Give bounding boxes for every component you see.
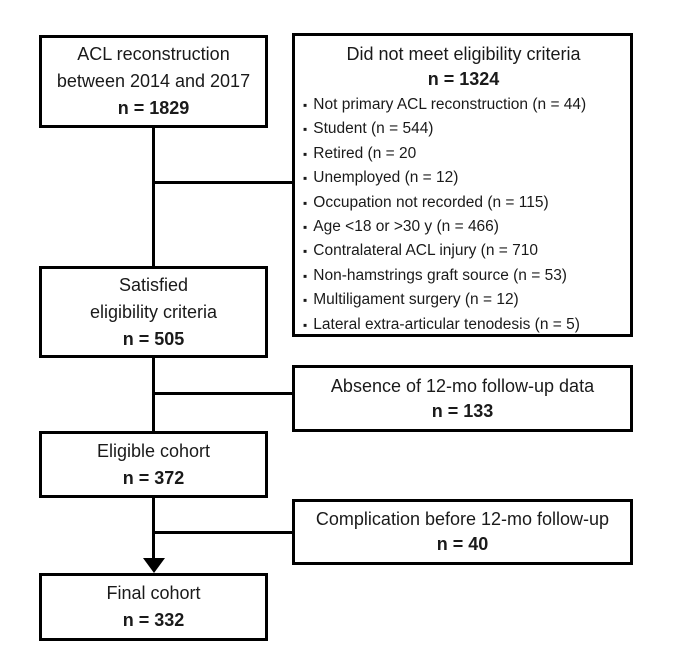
exclusion-item: ▪ Multiligament surgery (n = 12)	[303, 288, 624, 312]
bullet-icon: ▪	[303, 195, 308, 210]
box-not-eligible: Did not meet eligibility criteria n = 13…	[292, 33, 633, 337]
exclusion-text: Not primary ACL reconstruction (n = 44)	[313, 96, 587, 113]
connector-branch-not-eligible	[153, 181, 292, 184]
connector-branch-complication	[153, 531, 292, 534]
box-line: between 2014 and 2017	[56, 71, 251, 91]
box-title: Absence of 12-mo follow-up data	[330, 375, 595, 396]
exclusion-text: Non-hamstrings graft source (n = 53)	[313, 266, 567, 284]
box-line: Final cohort	[106, 583, 201, 603]
connector-eligible-to-final	[152, 498, 155, 560]
bullet-icon: ▪	[303, 317, 308, 332]
box-eligible-cohort: Eligible cohort n = 372	[39, 431, 268, 498]
box-satisfied-criteria: Satisfied eligibility criteria n = 505	[39, 266, 268, 358]
exclusion-item: ▪ Not primary ACL reconstruction (n = 44)	[303, 93, 624, 117]
box-count: n = 372	[122, 467, 185, 488]
connector-acl-to-satisfied	[152, 128, 155, 266]
box-count: n = 1324	[427, 69, 500, 89]
box-count: n = 40	[436, 534, 489, 554]
exclusion-item: ▪ Age <18 or >30 y (n = 466)	[303, 215, 624, 239]
exclusion-text: Student (n = 544)	[313, 120, 434, 138]
exclusion-item: ▪ Non-hamstrings graft source (n = 53)	[303, 264, 624, 288]
box-acl-reconstruction: ACL reconstruction between 2014 and 2017…	[39, 35, 268, 128]
exclusion-text: Lateral extra-articular tenodesis (n = 5…	[313, 315, 580, 333]
box-line: Satisfied	[118, 274, 189, 295]
exclusion-text: Age <18 or >30 y (n = 466)	[313, 218, 499, 236]
exclusion-item: ▪ Student (n = 544)	[303, 117, 624, 141]
box-line: eligibility criteria	[89, 301, 218, 322]
box-count: n = 133	[431, 400, 494, 421]
bullet-icon: ▪	[303, 244, 308, 259]
exclusion-text: Unemployed (n = 12)	[313, 169, 459, 187]
exclusion-item: ▪ Occupation not recorded (n = 115)	[303, 191, 624, 215]
exclusion-text: Occupation not recorded (n = 115)	[313, 193, 549, 211]
box-title: Complication before 12-mo follow-up	[315, 509, 610, 529]
box-count: n = 505	[122, 328, 185, 349]
exclusion-text: Multiligament surgery (n = 12)	[313, 291, 519, 309]
box-complication: Complication before 12-mo follow-up n = …	[292, 499, 633, 565]
box-absence-followup: Absence of 12-mo follow-up data n = 133	[292, 365, 633, 432]
box-count: n = 1829	[117, 98, 190, 118]
exclusion-item: ▪ Contralateral ACL injury (n = 710	[303, 239, 624, 263]
box-final-cohort: Final cohort n = 332	[39, 573, 268, 641]
exclusion-item: ▪ Lateral extra-articular tenodesis (n = …	[303, 313, 624, 337]
exclusion-item: ▪ Retired (n = 20	[303, 142, 624, 166]
box-title: Did not meet eligibility criteria	[346, 44, 581, 64]
connector-branch-absence	[153, 392, 292, 395]
box-line: Eligible cohort	[96, 440, 211, 461]
bullet-icon: ▪	[303, 293, 308, 308]
exclusion-item: ▪ Unemployed (n = 12)	[303, 166, 624, 190]
box-count: n = 332	[122, 610, 185, 630]
arrowhead-down-icon	[143, 558, 165, 573]
exclusion-list: ▪ Not primary ACL reconstruction (n = 44)…	[303, 93, 624, 337]
exclusion-text: Retired (n = 20	[313, 144, 417, 162]
bullet-icon: ▪	[303, 220, 308, 235]
bullet-icon: ▪	[303, 98, 308, 112]
bullet-icon: ▪	[303, 171, 308, 186]
bullet-icon: ▪	[303, 122, 308, 137]
box-line: ACL reconstruction	[77, 44, 230, 64]
bullet-icon: ▪	[303, 146, 308, 161]
exclusion-text: Contralateral ACL injury (n = 710	[313, 242, 538, 260]
bullet-icon: ▪	[303, 268, 308, 283]
